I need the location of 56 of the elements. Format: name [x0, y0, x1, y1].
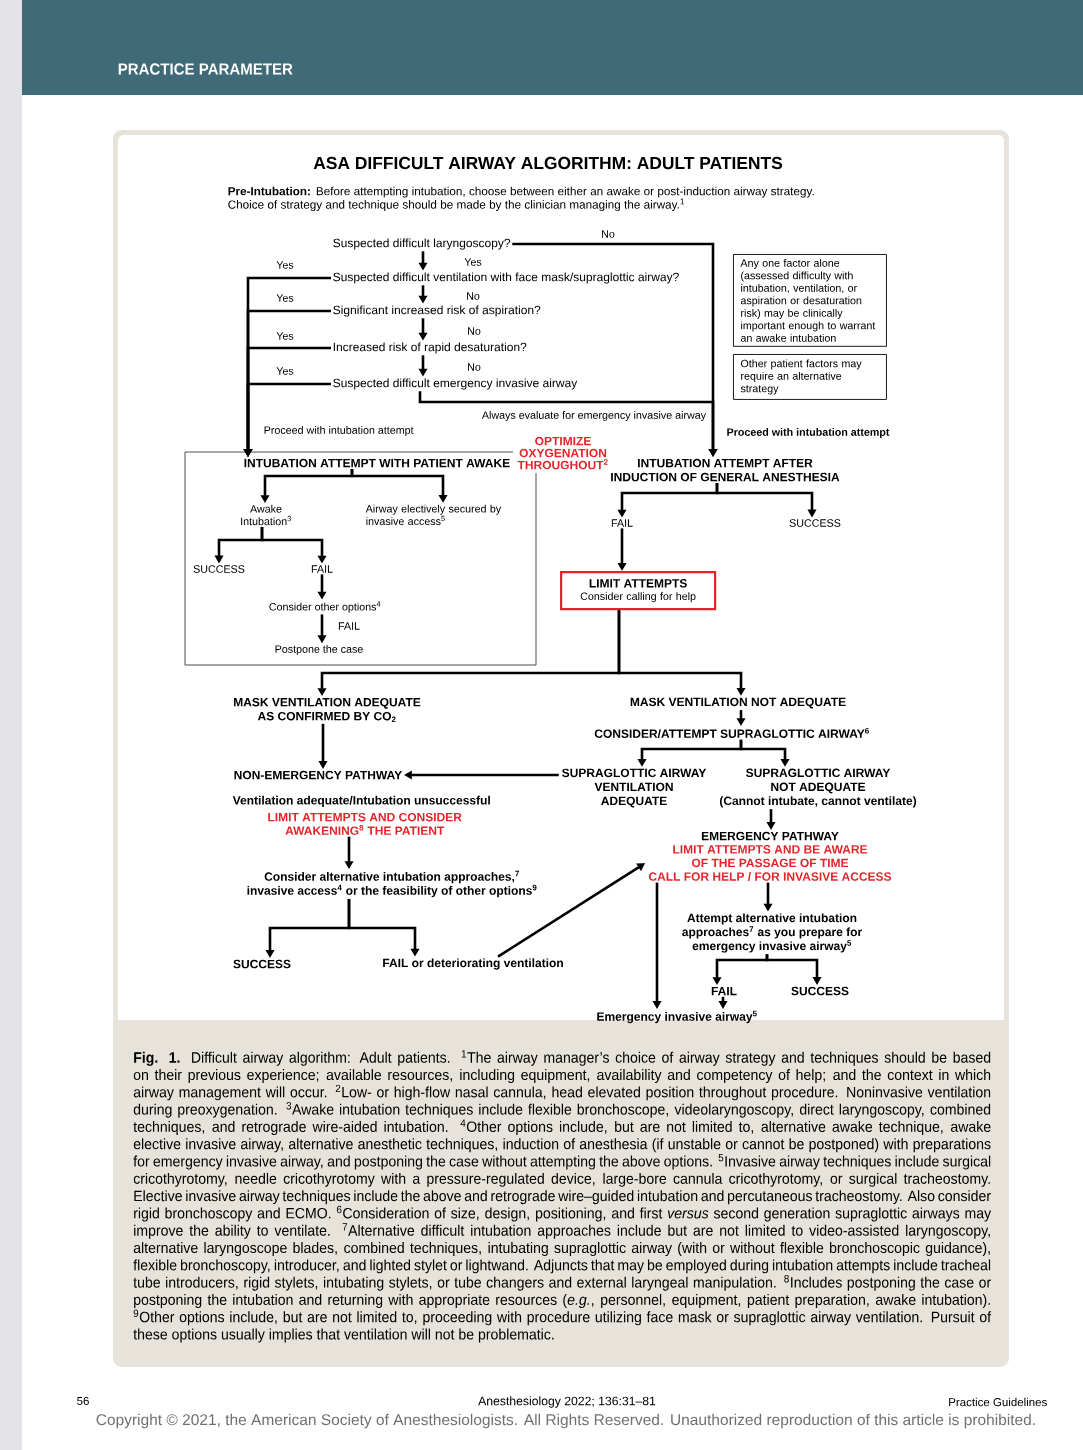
- edge-label: No: [465, 291, 481, 301]
- warning-text: LIMIT ATTEMPTS AND BE AWARE OF THE PASSAGE OF TIME CALL FOR HELP / FOR INVASIVE ACCESS: [648, 845, 892, 881]
- edge-label: No: [466, 326, 482, 336]
- outcome-text: SUCCESS: [791, 986, 849, 996]
- pathway-heading: NON-EMERGENCY PATHWAY: [234, 770, 402, 780]
- step-heading: INTUBATION ATTEMPT WITH PATIENT AWAKE: [244, 458, 510, 468]
- pathway-heading: EMERGENCY PATHWAY: [701, 831, 839, 841]
- edge-label: FAIL: [337, 621, 361, 631]
- figure-caption: Fig. 1. Difficult airway algorithm: Adult patients. $^{1}$The airway manager’s choice of airway strategy and techniques should be based on their previous experience; available resources, including equipment, availability and competency of help; and the context in which airway management will occur. $^{2}$Low- or high-flow nasal cannula, head elevated position throughout procedure. Noninvasive ventilation during preoxygenation. $^{3}$Awake intubation techniques include flexible bronchoscope, videolaryngoscopy, direct laryngoscopy, combined techniques, and retrograde wire-aided intubation. $^{4}$Other options include, but are not limited to, alternative awake technique, awake elective invasive airway, alternative anesthetic techniques, induction of anesthesia (if unstable or cannot be postponed) with preparations for emergency invasive airway, and postponing the case without attempting the above options. $^{5}$Invasive airway techniques include surgical cricothyrotomy, needle cricothyrotomy with a pressure-regulated device, large-bore cannula cricothyrotomy, or surgical tracheostomy. Elective invasive airway techniques include the above and retrograde wire–guided intubation and percutaneous tracheostomy. Also consider rigid bronchoscopy and ECMO. $^{6}$Consideration of size, design, positioning, and first versus second generation supraglottic airways may improve the ability to ventilate. $^{7}$Alternative difficult intubation approaches include but are not limited to video-assisted laryngoscopy, alternative laryngoscope blades, combined techniques, intubating supraglottic airway (with or without flexible bronchoscopic guidance), flexible bronchoscopy, introducer, and lighted stylet or lightwand. Adjuncts that may be employed during intubation attempts include tracheal tube introducers, rigid stylets, intubating stylets, or tube changers and external laryngeal manipulation. $^{8}$Includes postponing the case or postponing the intubation and returning with appropriate resources (e.g., personnel, equipment, patient preparation, awake intubation). $^{9}$Other options include, but are not limited to, proceeding with procedure utilizing face mask or supraglottic airway ventilation. Pursuit of these options usually implies that ventilation will not be problematic.: [133, 1050, 992, 1343]
- edge-label: Yes: [275, 293, 295, 303]
- outcome-text: FAIL: [611, 519, 633, 527]
- copyright-notice: Copyright © 2021, the American Society of Anesthesiologists. All Rights Reserved. Unauthorized reproduction of this article is prohibited.: [96, 1413, 1035, 1429]
- edge-label: No: [600, 229, 616, 239]
- question-text: Suspected difficult laryngoscopy?: [333, 238, 511, 250]
- journal-citation: Anesthesiology 2022; 136:31–81: [478, 1396, 656, 1408]
- question-text: Increased risk of rapid desaturation?: [333, 342, 527, 354]
- step-text: Postpone the case: [275, 645, 363, 655]
- note-box: Any one factor alone (assessed difficulty with intubation, ventilation, or aspiration or desaturation risk) may be clinically important enough to warrant an awake intubation: [733, 254, 887, 347]
- warning-box: LIMIT ATTEMPTS Consider calling for help: [560, 571, 717, 611]
- step-text: MASK VENTILATION ADEQUATE AS CONFIRMED BY CO$_{2}$: [234, 697, 421, 723]
- step-text: Ventilation adequate/Intubation unsuccessful LIMIT ATTEMPTS AND CONSIDER AWAKENING$^{8}$ THE PATIENT: [232, 795, 490, 835]
- step-heading: INTUBATION ATTEMPT AFTER INDUCTION OF GENERAL ANESTHESIA: [611, 458, 840, 482]
- edge-label: Yes: [275, 366, 295, 376]
- note-box: Other patient factors may require an alternative strategy: [733, 354, 887, 400]
- edge-label: Yes: [275, 260, 295, 270]
- outcome-text: FAIL: [311, 565, 333, 573]
- question-text: Significant increased risk of aspiration?: [333, 305, 541, 317]
- outcome-text: SUCCESS: [233, 959, 291, 969]
- step-text: Attempt alternative intubation approaches$^{7}$ as you prepare for emergency invasive airway$^{5}$: [682, 913, 862, 953]
- edge-label: Yes: [275, 331, 295, 341]
- page-number: 56: [77, 1396, 89, 1406]
- question-text: Suspected difficult ventilation with face mask/supraglottic airway?: [333, 272, 679, 284]
- step-text: Awake Intubation$^{3}$: [241, 504, 291, 526]
- outcome-text: FAIL or deteriorating ventilation: [383, 958, 563, 970]
- path-note: Proceed with intubation attempt: [264, 426, 414, 436]
- edge-label: Always evaluate for emergency invasive airway: [480, 410, 708, 422]
- path-note: Proceed with intubation attempt: [727, 428, 890, 438]
- running-head: PRACTICE PARAMETER: [118, 63, 293, 75]
- edge-label: Yes: [463, 257, 483, 267]
- intro-text: Pre-Intubation: Before attempting intubation, choose between either an awake or post-induction airway strategy. Choice of strategy and technique should be made by the clinician managing the airway.$^{1}$: [228, 186, 814, 212]
- outcome-text: FAIL: [711, 986, 737, 996]
- step-text: SUPRAGLOTTIC AIRWAY VENTILATION ADEQUATE: [562, 768, 707, 808]
- warning-text: OPTIMIZE OXYGENATION THROUGHOUT$^{2}$: [517, 436, 608, 470]
- step-text: Emergency invasive airway$^{5}$: [597, 1010, 757, 1024]
- outcome-text: SUCCESS: [193, 565, 245, 573]
- outcome-text: SUCCESS: [789, 519, 841, 527]
- step-text: MASK VENTILATION NOT ADEQUATE: [630, 697, 846, 709]
- step-text: SUPRAGLOTTIC AIRWAY NOT ADEQUATE (Cannot intubate, cannot ventilate): [719, 768, 917, 808]
- step-text: Airway electively secured by invasive access$^{5}$: [365, 504, 502, 526]
- step-text: Consider other options$^{4}$: [269, 601, 381, 613]
- step-text: CONSIDER/ATTEMPT SUPRAGLOTTIC AIRWAY$^{6}$: [594, 727, 869, 739]
- diagram-title: ASA DIFFICULT AIRWAY ALGORITHM: ADULT PATIENTS: [313, 156, 783, 170]
- question-text: Suspected difficult emergency invasive airway: [333, 378, 578, 390]
- step-text: Consider alternative intubation approaches,$^{7}$ invasive access$^{4}$ or the feasibility of other options$^{9}$: [247, 870, 537, 898]
- running-foot: Practice Guidelines: [949, 1397, 1047, 1407]
- edge-label: No: [466, 362, 482, 372]
